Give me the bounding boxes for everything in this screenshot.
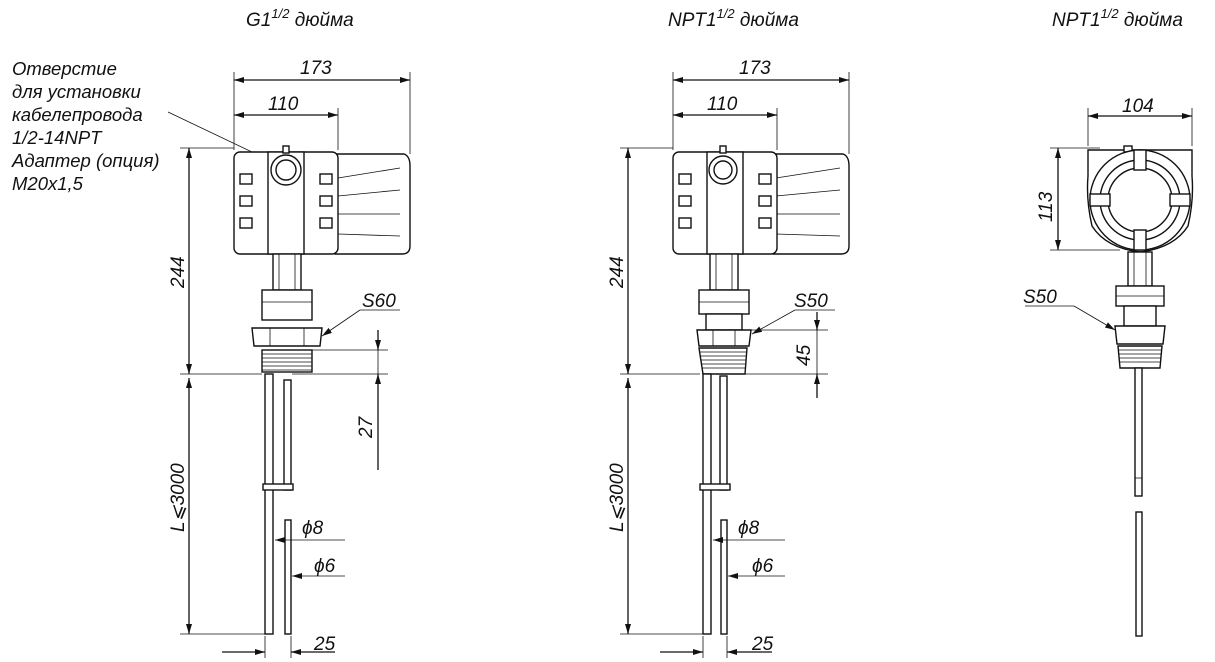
title-right-unit: дюйма	[1119, 10, 1183, 31]
title-middle: NPT11/2 дюйма	[668, 6, 799, 31]
dim-wrench: S60	[362, 291, 396, 312]
note-line: 1/2-14NPT	[12, 127, 103, 148]
fin-lines	[337, 167, 401, 237]
housing-fins	[334, 153, 411, 255]
dim-tube-dia: ϕ6	[314, 556, 336, 577]
body-sleeve	[1123, 305, 1157, 327]
top-screw	[282, 145, 290, 154]
dim-rod-dia: ϕ8	[302, 518, 324, 539]
housing-slots	[239, 173, 333, 229]
top-screw	[719, 145, 727, 154]
thread-lines	[700, 351, 746, 369]
wrench-leader	[321, 309, 361, 337]
note-line: Адаптер (опция)	[11, 150, 160, 171]
tube-lower	[720, 519, 728, 635]
dim-height-head: 113	[1036, 191, 1057, 222]
dim-wrench: S50	[794, 291, 828, 312]
housing-fins	[772, 153, 850, 255]
upper-nut	[261, 289, 313, 321]
dim-spacing: 25	[313, 634, 336, 655]
cover-center	[1107, 167, 1173, 233]
sensor-right-view: 104 113 S50	[1023, 96, 1194, 637]
cover-ribs	[1089, 149, 1191, 251]
title-right: NPT11/2 дюйма	[1052, 6, 1183, 31]
title-middle-base: NPT1	[668, 10, 717, 31]
dim-width-total: 173	[739, 58, 771, 79]
rod-upper	[1134, 367, 1143, 497]
dim-width-total: 173	[300, 58, 332, 79]
dim-length: L⩽3000	[168, 463, 189, 532]
neck	[1127, 251, 1153, 287]
tube-upper	[719, 375, 728, 491]
title-middle-unit: дюйма	[735, 10, 799, 31]
note-line: Отверстие	[12, 58, 117, 79]
hex-nut	[696, 329, 752, 347]
title-left-base: G1	[246, 10, 271, 31]
thread-lines	[1119, 349, 1161, 363]
dim-width-head: 110	[268, 94, 299, 115]
neck	[272, 253, 302, 291]
spacer	[262, 483, 294, 491]
title-middle-sup: 1/2	[717, 6, 736, 21]
dim-height-head: 244	[607, 256, 628, 289]
dim-length: L⩽3000	[607, 463, 628, 532]
thread-lines	[262, 353, 312, 371]
note-line: кабелепровода	[12, 104, 143, 125]
hex-nut	[251, 327, 323, 347]
sensor-left-view: 173 110 244 S60 27 L⩽3000 ϕ8 ϕ6 25	[168, 58, 411, 658]
dim-width-head: 110	[707, 94, 738, 115]
rod	[702, 373, 712, 635]
note-line: для установки	[12, 81, 141, 102]
housing-slots	[678, 173, 772, 229]
title-right-sup: 1/2	[1101, 6, 1120, 21]
dim-height-head: 244	[168, 256, 189, 289]
dim-spacing: 25	[751, 634, 774, 655]
conduit-hole-inner	[713, 160, 733, 180]
hex-nut	[1114, 325, 1166, 345]
thread	[1117, 345, 1163, 369]
thread	[261, 349, 313, 373]
conduit-note: Отверстие для установки кабелепровода 1/…	[11, 58, 276, 194]
title-right-base: NPT1	[1052, 10, 1101, 31]
wrench-leader	[1073, 305, 1116, 331]
dim-thread-depth: 27	[356, 415, 377, 439]
rod	[264, 373, 274, 635]
spacer	[699, 483, 731, 491]
title-left-unit: дюйма	[289, 10, 353, 31]
dim-rod-dia: ϕ8	[738, 518, 760, 539]
dim-wrench: S50	[1023, 287, 1057, 308]
fin-lines	[775, 167, 841, 237]
neck	[709, 253, 739, 291]
title-left: G11/2 дюйма	[246, 6, 354, 31]
conduit-hole-inner	[275, 159, 297, 181]
title-left-sup: 1/2	[271, 6, 290, 21]
body-sleeve	[705, 313, 743, 331]
dim-width-head: 104	[1122, 96, 1154, 117]
tube-upper	[283, 379, 292, 491]
dim-thread-depth: 45	[794, 344, 815, 366]
wrench-leader	[751, 309, 796, 335]
rod-lower	[1135, 511, 1143, 637]
note-line: M20x1,5	[12, 173, 84, 194]
dim-tube-dia: ϕ6	[752, 556, 774, 577]
tube-lower	[284, 519, 292, 635]
sensor-middle-view: 173 110 244 S50 45 L⩽3000 ϕ8 ϕ6 25	[607, 58, 850, 658]
